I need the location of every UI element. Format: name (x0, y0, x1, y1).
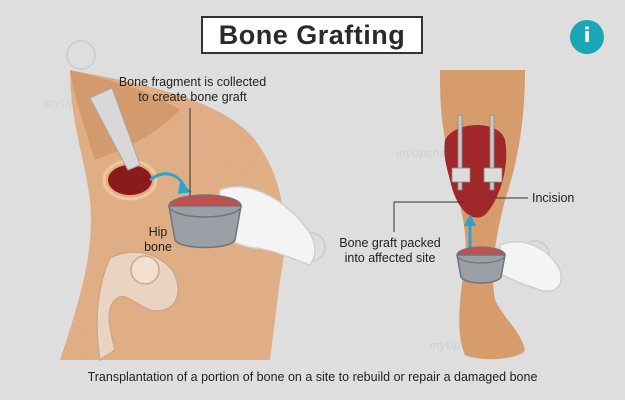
hip-wound (108, 165, 152, 195)
title-box: Bone Grafting (201, 16, 423, 54)
fixator-clamp (451, 167, 471, 183)
graft-bowl-right (456, 254, 506, 284)
label-graft: Bone graft packed into affected site (320, 236, 460, 266)
gloved-hand-right (497, 241, 562, 292)
watermark-circle (66, 40, 96, 70)
fixator-clamp (483, 167, 503, 183)
logo-glyph: i (583, 23, 591, 47)
caption: Transplantation of a portion of bone on … (87, 370, 538, 384)
hip-bone (96, 251, 179, 362)
watermark: myUpchar (396, 148, 451, 160)
femoral-head (130, 255, 160, 285)
label-hip-line2: bone (144, 240, 172, 254)
label-fragment: Bone fragment is collected to create bon… (100, 75, 285, 105)
collect-arrow-head (178, 182, 192, 194)
label-graft-line1: Bone graft packed (339, 236, 441, 250)
label-hip-line1: Hip (148, 225, 168, 239)
label-fragment-line1: Bone fragment is collected (118, 75, 267, 89)
torso-shadow (70, 70, 180, 160)
graft-bowl-right-rim (456, 246, 506, 264)
brand-logo-icon: i (570, 20, 604, 54)
label-graft-line2: into affected site (344, 251, 436, 265)
scalpel (89, 87, 141, 171)
page-title: Bone Grafting (218, 19, 406, 50)
graft-bowl-rim (168, 194, 242, 218)
graft-arrow-head (464, 214, 476, 226)
label-fragment-line2: to create bone graft (138, 90, 247, 104)
label-hip: Hip bone (138, 225, 178, 255)
graft-bowl (168, 205, 242, 249)
fixator-rod (457, 114, 463, 191)
fixator-rod (489, 114, 495, 191)
label-incision: Incision (532, 191, 575, 205)
